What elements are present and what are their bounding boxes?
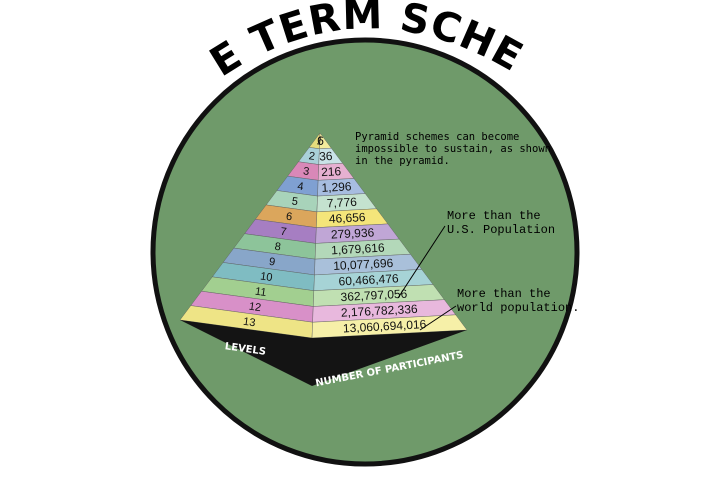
svg-text:More than the: More than the	[447, 209, 541, 223]
tier-11-level-label: 11	[254, 286, 267, 299]
tier-5-level-label: 5	[291, 196, 299, 209]
tier-4-level-label: 4	[297, 180, 305, 193]
tier-13-participants-label: 13,060,694,016	[343, 317, 427, 335]
svg-text:More than the: More than the	[457, 287, 551, 301]
tier-4-participants-label: 1,296	[321, 179, 352, 195]
tier-13-level-label: 13	[242, 316, 256, 330]
tier-9-participants-label: 10,077,696	[333, 256, 394, 273]
us-population-pointer	[397, 225, 446, 299]
tier-9-level-label: 9	[268, 256, 276, 269]
svg-text:U.S. Population: U.S. Population	[447, 223, 555, 237]
pyramid-base-right	[312, 330, 467, 386]
tier-2-level-label: 2	[308, 150, 316, 163]
svg-text:impossible to sustain, as show: impossible to sustain, as shown	[355, 143, 551, 155]
tier-11-participants-label: 362,797,056	[340, 287, 408, 304]
tier-7-level-label: 7	[280, 226, 288, 239]
tier-6-participants-label: 46,656	[329, 210, 367, 226]
tier-10-participants-label: 60,466,476	[338, 271, 399, 288]
svg-text:in the pyramid.: in the pyramid.	[355, 155, 450, 167]
tier-12-level-label: 12	[248, 301, 262, 315]
tier-8-level-label: 8	[274, 241, 282, 254]
world-population-pointer	[419, 305, 457, 331]
world-population-note: More than the world population.	[457, 287, 579, 315]
tier-8-participants-label: 1,679,616	[331, 241, 385, 258]
tier-7-participants-label: 279,936	[331, 225, 375, 241]
us-population-note: More than the U.S. Population	[447, 209, 555, 237]
svg-text:world population.: world population.	[457, 301, 579, 315]
tier-12-participants-label: 2,176,782,336	[341, 302, 419, 320]
tier-1-participants-label: 6	[317, 134, 325, 148]
tier-2-participants-label: 36	[319, 149, 333, 164]
tier-5-participants-label: 7,776	[326, 195, 357, 211]
svg-text:Pyramid schemes can become: Pyramid schemes can become	[355, 131, 519, 143]
tier-3-participants-label: 216	[321, 164, 342, 179]
tier-3-level-label: 3	[302, 165, 310, 178]
sustain-note: Pyramid schemes can become impossible to…	[355, 131, 551, 167]
tier-10-level-label: 10	[259, 270, 273, 284]
pyramid-base-left	[180, 320, 312, 386]
tier-6-level-label: 6	[285, 211, 293, 224]
tier-1-level-label: 1	[316, 135, 324, 148]
